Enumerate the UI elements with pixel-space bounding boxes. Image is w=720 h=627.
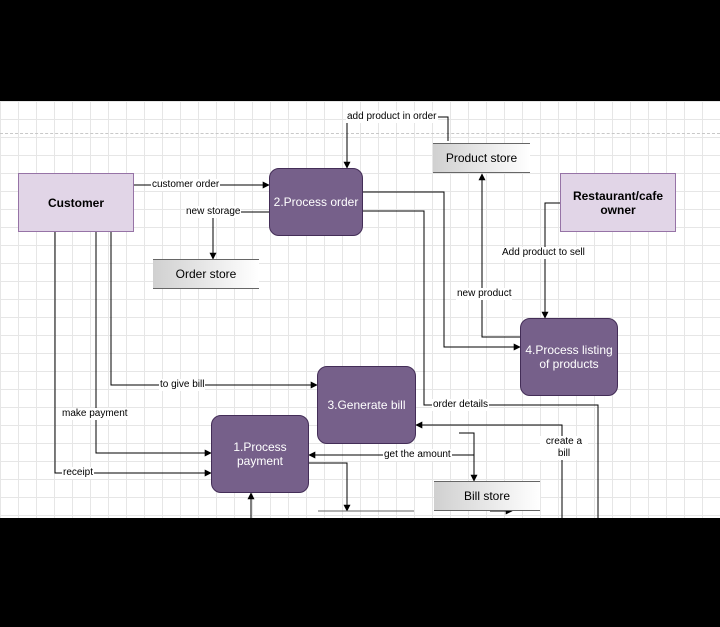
label-add-product-in-order: add product in order (346, 111, 438, 123)
flow-make-payment (95, 232, 212, 457)
store-product-label: Product store (445, 151, 518, 165)
process-order[interactable]: 2.Process order (269, 168, 363, 236)
label-add-product-to-sell: Add product to sell (501, 247, 586, 259)
label-new-product: new product (456, 288, 513, 300)
store-bill[interactable]: Bill store (434, 481, 540, 511)
flow-order-to-listing (363, 191, 521, 351)
process-payment-label: 1.Process payment (233, 440, 287, 468)
process-payment[interactable]: 1.Process payment (211, 415, 309, 493)
entity-customer[interactable]: Customer (18, 173, 134, 232)
connectors (54, 116, 599, 518)
store-product[interactable]: Product store (433, 143, 530, 173)
store-order[interactable]: Order store (153, 259, 259, 289)
flow-add-product-to-sell (541, 202, 560, 319)
label-receipt: receipt (62, 467, 95, 479)
store-bill-label: Bill store (463, 489, 510, 503)
entity-restaurant-owner[interactable]: Restaurant/cafe owner (560, 173, 676, 232)
label-get-the-amount: get the amount (383, 449, 452, 461)
process-listing-label: 4.Process listing of products (525, 343, 613, 371)
label-customer-order: customer order (151, 179, 221, 191)
label-to-give-bill: to give bill (159, 379, 206, 391)
store-order-label: Order store (175, 267, 237, 281)
label-create-a-bill: create a bill (540, 436, 588, 460)
page-break-line (0, 133, 720, 134)
entity-customer-label: Customer (47, 195, 104, 210)
flow-receipt (54, 232, 212, 477)
diagram-canvas: Customer Restaurant/cafe owner 2.Process… (0, 101, 720, 518)
flow-to-give-bill (110, 232, 318, 389)
label-new-storage: new storage (185, 206, 242, 218)
process-listing[interactable]: 4.Process listing of products (520, 318, 618, 396)
process-generate-bill[interactable]: 3.Generate bill (317, 366, 416, 444)
flow-create-a-bill (415, 421, 563, 518)
process-order-label: 2.Process order (273, 195, 359, 209)
flow-new-storage (209, 211, 269, 260)
flow-bill-to-store (459, 432, 478, 482)
label-make-payment: make payment (61, 408, 129, 420)
flow-order-details (363, 210, 599, 518)
process-generate-bill-label: 3.Generate bill (327, 398, 406, 412)
flow-payment-down (309, 462, 351, 512)
flow-new-product (478, 173, 520, 338)
entity-restaurant-owner-label: Restaurant/cafe owner (572, 188, 664, 217)
label-order-details: order details (432, 399, 490, 411)
